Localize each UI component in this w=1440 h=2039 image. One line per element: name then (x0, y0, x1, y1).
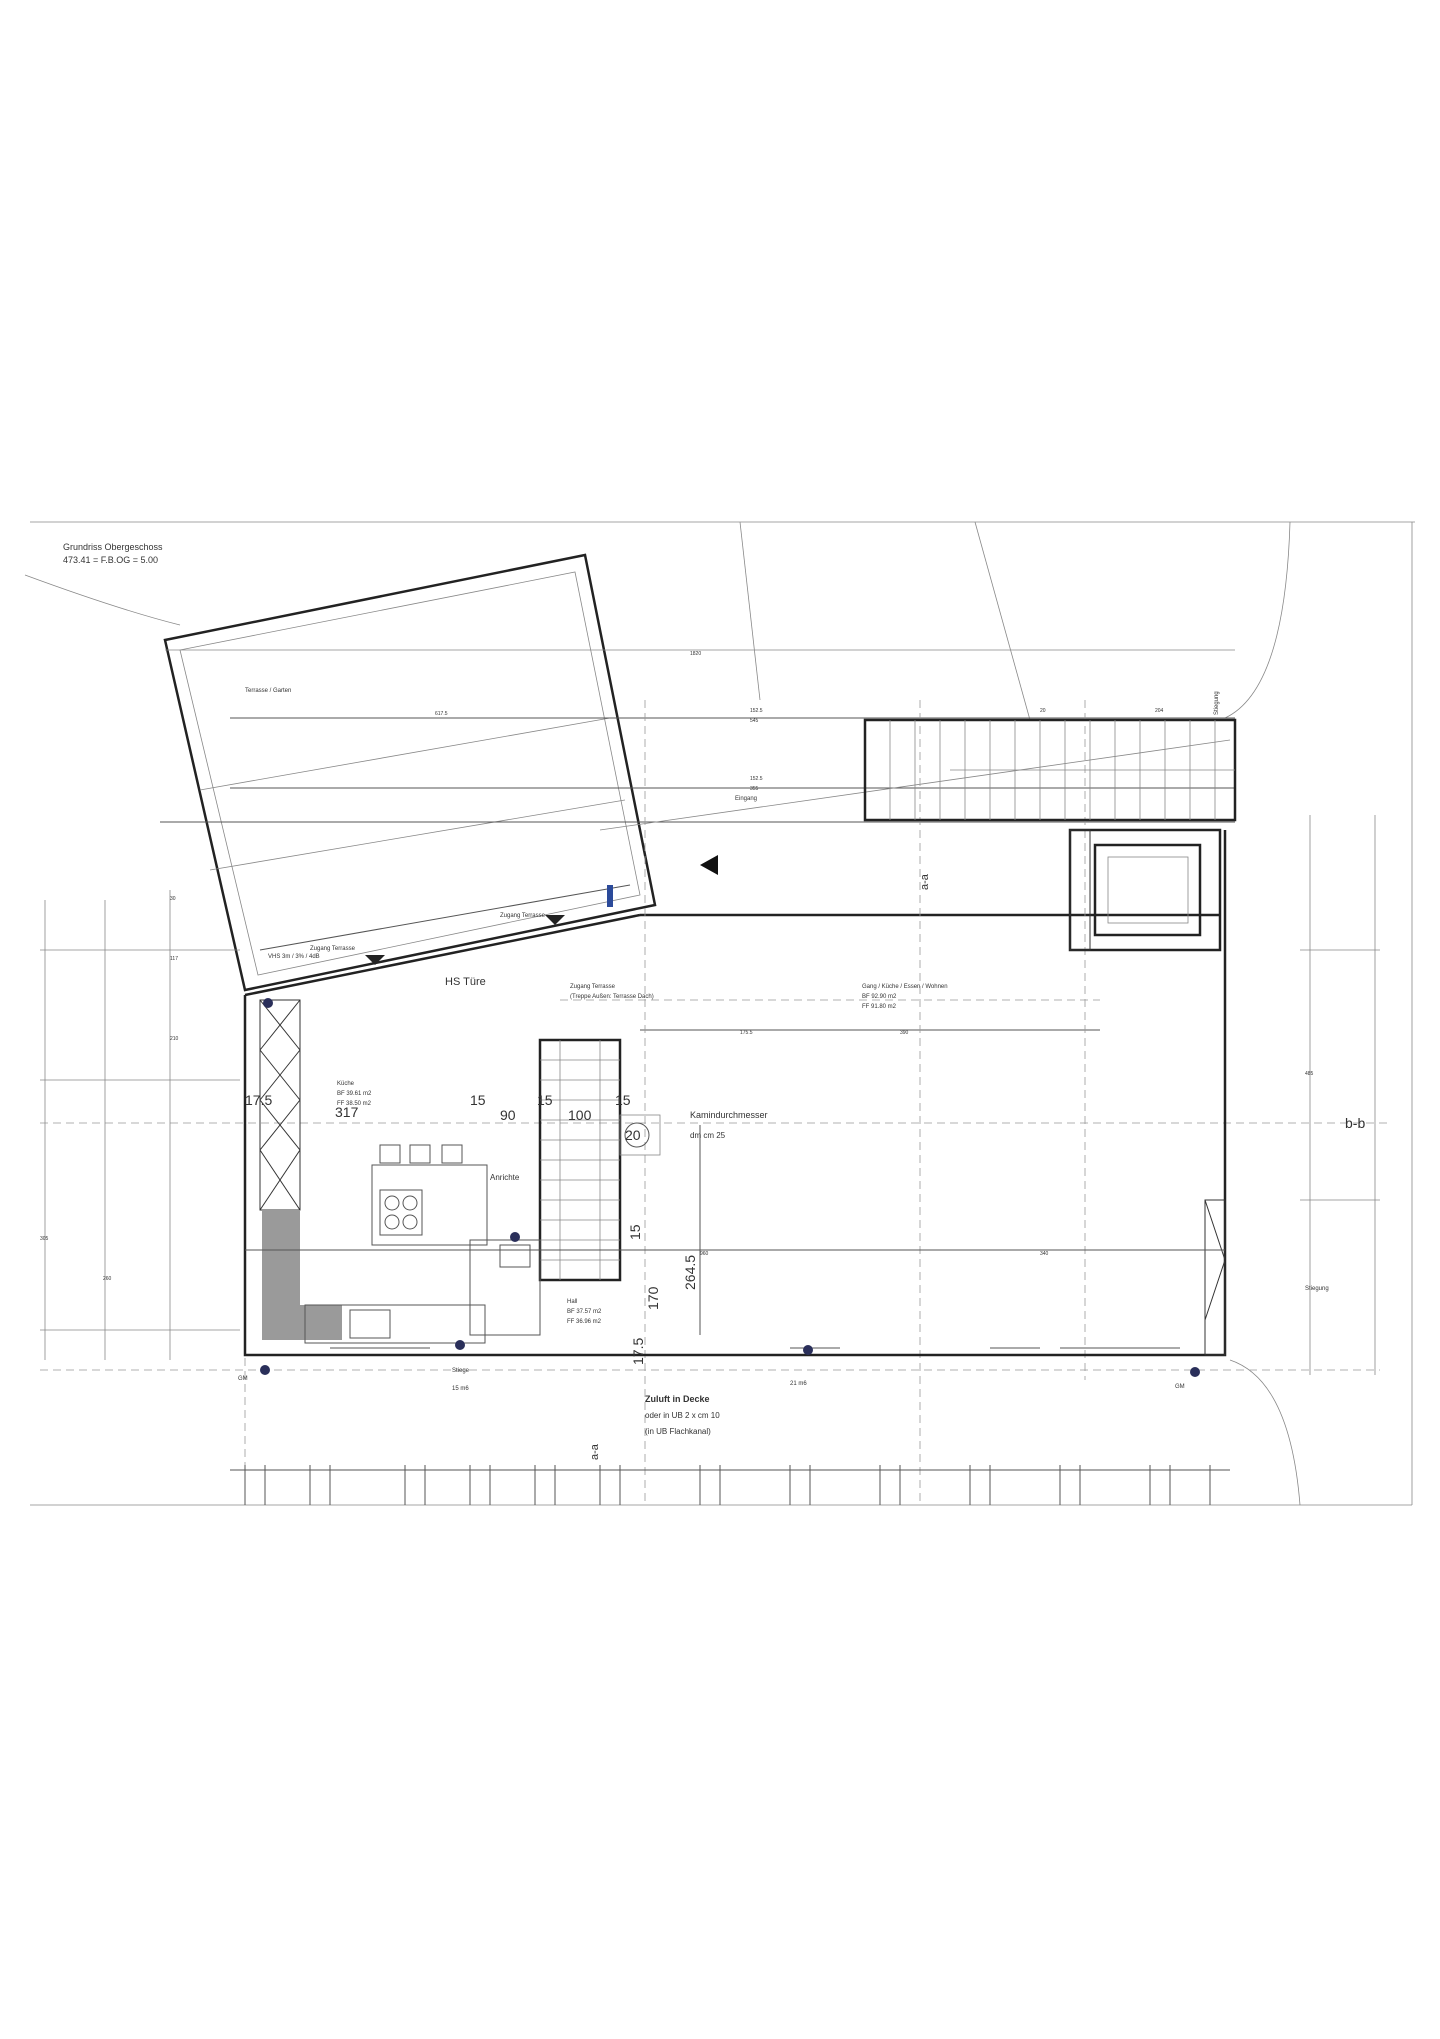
dim-gang-right: 390 (900, 1030, 909, 1036)
dim-15-b: 15 (537, 1092, 553, 1108)
room-kueche-bf: BF 39.61 m2 (337, 1091, 372, 1097)
section-label-bb: b-b (1345, 1115, 1365, 1131)
dim-left-1: 305 (40, 1236, 49, 1242)
dim-mid-bottom: 960 (700, 1251, 709, 1257)
room-eingang: Eingang (735, 796, 757, 802)
bottom-ticks (230, 1465, 1230, 1505)
label-zuluft-3: (in UB Flachkanal) (645, 1427, 711, 1436)
room-kueche-ff: FF 38.50 m2 (337, 1101, 372, 1107)
dim-mid-152: 152.5 (750, 776, 763, 782)
room-gang-bf: BF 92.90 m2 (862, 994, 897, 1000)
terrace-block (163, 553, 657, 992)
dim-15-c: 15 (615, 1092, 631, 1108)
terrace-arrow-icon (365, 955, 385, 965)
dim-mid-355: 355 (750, 786, 759, 792)
left-dimensions (40, 890, 240, 1360)
dim-20: 20 (625, 1127, 641, 1143)
dim-top-small-2: 204 (1155, 708, 1164, 714)
label-kamin-1: Kamindurchmesser (690, 1110, 768, 1120)
section-label-aa-top: a-a (919, 873, 931, 890)
dim-row-3: 210 (170, 1036, 179, 1042)
main-building (243, 830, 1227, 1357)
dim-90: 90 (500, 1107, 516, 1123)
label-hs-tuere: HS Türe (445, 976, 486, 988)
room-hall-ff: FF 36.96 m2 (567, 1319, 602, 1325)
marker-dot (803, 1345, 813, 1355)
marker-dot (260, 1365, 270, 1375)
plan-subtitle: 473.41 = F.B.OG = 5.00 (63, 555, 158, 565)
dim-top-545: 545 (750, 718, 759, 724)
label-zugang-terrasse-top: Zugang Terrasse (570, 984, 616, 990)
section-label-aa-bottom: a-a (589, 1443, 601, 1460)
marker-dot (510, 1232, 520, 1242)
right-dimensions (1300, 815, 1380, 1375)
blue-marker (607, 885, 613, 907)
label-zuluft-1: Zuluft in Decke (645, 1394, 710, 1404)
label-stiegung-right: Stiegung (1214, 691, 1220, 715)
entrance-arrow-icon (700, 855, 718, 875)
dim-left-2: 260 (103, 1276, 112, 1282)
dim-17-5-b: 17.5 (630, 1338, 646, 1365)
dim-row-2: 117 (170, 956, 178, 962)
dim-top-152: 152.5 (750, 708, 763, 714)
room-hall-bf: BF 37.57 m2 (567, 1309, 602, 1315)
label-zugang-terrasse-sub: (Treppe Außen: Terrasse Dach) (570, 994, 654, 1000)
dim-170: 170 (645, 1286, 661, 1310)
label-dim-note: VHS 3m / 3% / 4dB (268, 954, 320, 960)
label-stiegung: Stiegung (1305, 1286, 1329, 1292)
room-kueche: Küche (337, 1081, 355, 1087)
label-stiege: Stiege (452, 1368, 470, 1374)
elevator-shaft (1068, 828, 1222, 952)
label-gm-left: GM (238, 1376, 248, 1382)
exterior-stair (863, 718, 1237, 822)
marker-dot (263, 998, 273, 1008)
label-zuluft-2: oder in UB 2 x cm 10 (645, 1411, 720, 1420)
label-zugang-terrasse-2: Zugang Terrasse (500, 913, 546, 919)
label-bottom-room-sub: 21 m6 (790, 1381, 807, 1387)
dim-top-small-1: 20 (1040, 708, 1046, 714)
room-terrasse: Terrasse / Garten (245, 688, 291, 694)
plan-title: Grundriss Obergeschoss (63, 542, 163, 552)
label-kamin-2: dm cm 25 (690, 1131, 726, 1140)
label-zugang-terrasse-1: Zugang Terrasse (310, 946, 356, 952)
marker-dot (455, 1340, 465, 1350)
room-gang-ff: FF 91.80 m2 (862, 1004, 897, 1010)
dim-gang-left: 175.5 (740, 1030, 753, 1036)
dim-row-1: 30 (170, 896, 176, 902)
dim-top-total: 1820 (690, 651, 701, 657)
label-anrichte: Anrichte (490, 1173, 520, 1182)
dim-top-617: 617.5 (435, 711, 448, 717)
dim-15-a: 15 (470, 1092, 486, 1108)
room-hall: Hall (567, 1299, 577, 1305)
dim-row-4: 340 (1040, 1251, 1049, 1257)
marker-dot (1190, 1367, 1200, 1377)
room-gang: Gang / Küche / Essen / Wohnen (862, 984, 948, 990)
terrace-arrow-icon-2 (545, 915, 565, 925)
dim-317: 317 (335, 1104, 359, 1120)
dim-row-5: 485 (1305, 1071, 1314, 1077)
dim-264-5: 264.5 (682, 1255, 698, 1290)
label-stiege-sub: 15 m6 (452, 1386, 469, 1392)
dim-100: 100 (568, 1107, 592, 1123)
dim-17-5: 17.5 (245, 1092, 272, 1108)
label-gm-right: GM (1175, 1384, 1185, 1390)
dim-15-d: 15 (627, 1224, 643, 1240)
